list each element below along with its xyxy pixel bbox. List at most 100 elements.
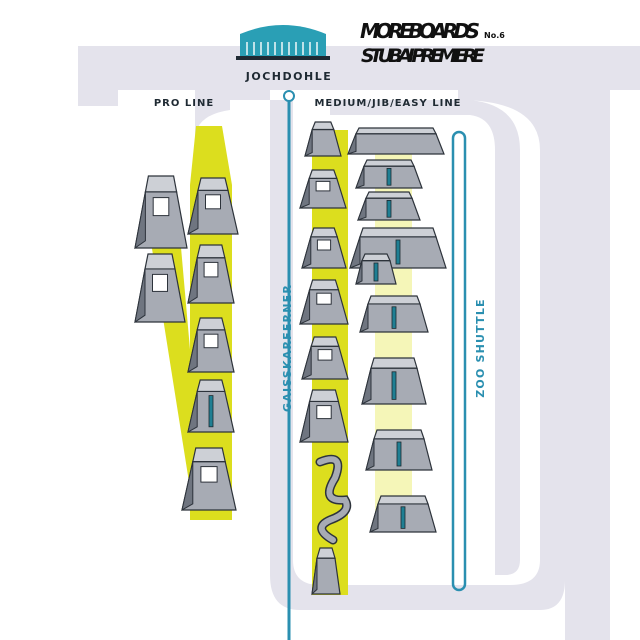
- pro-kicker-1-deck: [144, 175, 178, 193]
- pro-kicker-2: [187, 177, 239, 235]
- medium-kicker-4-deck: [308, 389, 340, 403]
- medium-kicker-1-side: [304, 129, 313, 157]
- pro-kicker-3-deck: [144, 253, 176, 270]
- station-label: JOCHDOHLE: [245, 70, 332, 83]
- pro-rail-1-side: [187, 391, 198, 433]
- easy-box-5-deck: [373, 429, 425, 440]
- slope-top-band: [78, 46, 640, 90]
- easy-box-6-deck: [377, 495, 429, 505]
- easy-box-1: [355, 159, 423, 189]
- lodge-base: [236, 56, 330, 60]
- easy-box-2-deck: [365, 191, 413, 199]
- medium-kicker-4: [299, 389, 349, 443]
- easy-rail-frame-deck: [361, 253, 391, 262]
- logo-line-1: MOREBOARDS: [360, 19, 480, 43]
- pro-kicker-1-side: [134, 191, 146, 250]
- pro-kicker-1: [134, 175, 188, 250]
- logo-line-2: STUBAI PREMIERE: [361, 45, 485, 67]
- pro-kicker-2-side: [187, 190, 199, 235]
- pro-rail-1-deck: [196, 379, 226, 393]
- medium-box-2-deck: [308, 279, 340, 291]
- pro-kicker-6-deck: [192, 447, 226, 463]
- easy-box-1-deck: [363, 159, 415, 167]
- medium-kicker-end-side: [311, 558, 318, 596]
- easy-box-1-rail: [386, 167, 392, 186]
- pro-kicker-3-side: [134, 268, 146, 324]
- pro-kicker-2-box: [205, 194, 221, 210]
- medium-box-1-side: [299, 178, 310, 209]
- lift-gaisskarferner-station: [283, 90, 295, 102]
- pro-kicker-6: [181, 447, 237, 511]
- easy-box-3-deck: [367, 295, 421, 305]
- medium-kicker-2-box: [316, 239, 332, 251]
- medium-kicker-2-side: [301, 236, 312, 269]
- pro-kicker-5-box: [203, 333, 219, 349]
- lift-gaisskarferner: [283, 90, 295, 640]
- pro-kicker-4: [187, 244, 235, 305]
- pro-kicker-5-side: [187, 329, 198, 374]
- lift-zoo-shuttle: [451, 130, 467, 592]
- easy-table-2-deck: [359, 227, 437, 238]
- easy-box-4-rail: [391, 371, 397, 400]
- easy-table-2-side: [349, 236, 361, 269]
- lift-left-label: GAISSKARFERNER: [281, 284, 294, 412]
- slope-left-strip: [78, 46, 118, 106]
- event-logo: MOREBOARDS No.6 STUBAI PREMIERE: [360, 19, 505, 67]
- medium-box-1-box: [315, 180, 331, 192]
- slope-right-strip: [565, 46, 610, 640]
- easy-box-2-rail: [386, 199, 392, 218]
- medium-snake-wall-fill: [317, 456, 350, 543]
- medium-kicker-3-deck: [310, 336, 340, 347]
- easy-box-3: [359, 295, 429, 333]
- easy-rail-frame-rail: [373, 262, 379, 282]
- medium-line-label: MEDIUM/JIB/EASY LINE: [314, 98, 461, 109]
- easy-box-2-side: [357, 197, 367, 221]
- pro-kicker-6-box: [200, 466, 218, 483]
- easy-box-1-side: [355, 165, 365, 189]
- medium-kicker-3-side: [301, 346, 312, 380]
- easy-table-2-rail: [395, 239, 401, 265]
- pro-line-corridor-upper: [190, 126, 232, 185]
- medium-kicker-end-deck: [316, 547, 336, 559]
- lift-right-label: ZOO SHUTTLE: [474, 298, 487, 398]
- easy-box-2: [357, 191, 421, 221]
- medium-box-2-box: [316, 292, 332, 305]
- medium-kicker-end: [311, 547, 341, 596]
- pro-kicker-3: [134, 253, 186, 324]
- easy-box-6: [369, 495, 437, 533]
- jochdohle-lodge-icon: [236, 25, 330, 60]
- pro-kicker-4-box: [203, 261, 219, 278]
- pro-rail-1: [187, 379, 235, 433]
- easy-box-4-side: [361, 367, 372, 405]
- medium-kicker-4-side: [299, 401, 311, 443]
- medium-box-2-side: [299, 289, 311, 325]
- medium-kicker-3-box: [317, 349, 333, 361]
- medium-kicker-2-deck: [309, 227, 339, 238]
- pro-kicker-5: [187, 317, 235, 374]
- easy-box-4-deck: [370, 357, 418, 369]
- medium-box-2: [299, 279, 349, 325]
- logo-edition: No.6: [484, 31, 505, 40]
- easy-table-1: [347, 127, 445, 155]
- easy-table-1-deck: [355, 127, 437, 135]
- medium-kicker-1: [304, 121, 342, 157]
- pro-line-label: PRO LINE: [154, 98, 214, 109]
- easy-box-5-side: [365, 438, 375, 471]
- lodge-body: [240, 40, 326, 56]
- medium-kicker-1-deck: [311, 121, 335, 131]
- pro-kicker-1-box: [152, 197, 170, 217]
- easy-box-3-rail: [391, 306, 397, 329]
- slope-inner-u: [330, 100, 520, 575]
- medium-kicker-4-box: [316, 405, 332, 420]
- easy-box-6-side: [369, 503, 379, 533]
- lift-zoo-shuttle-track: [451, 130, 467, 592]
- medium-kicker-3: [301, 336, 349, 380]
- medium-kicker-2: [301, 227, 347, 269]
- pro-kicker-3-box: [152, 273, 168, 292]
- easy-table-1-side: [347, 133, 357, 155]
- easy-box-5-rail: [396, 441, 402, 467]
- park-features: [134, 121, 447, 596]
- lodge-roof: [240, 25, 326, 41]
- medium-box-1: [299, 169, 347, 209]
